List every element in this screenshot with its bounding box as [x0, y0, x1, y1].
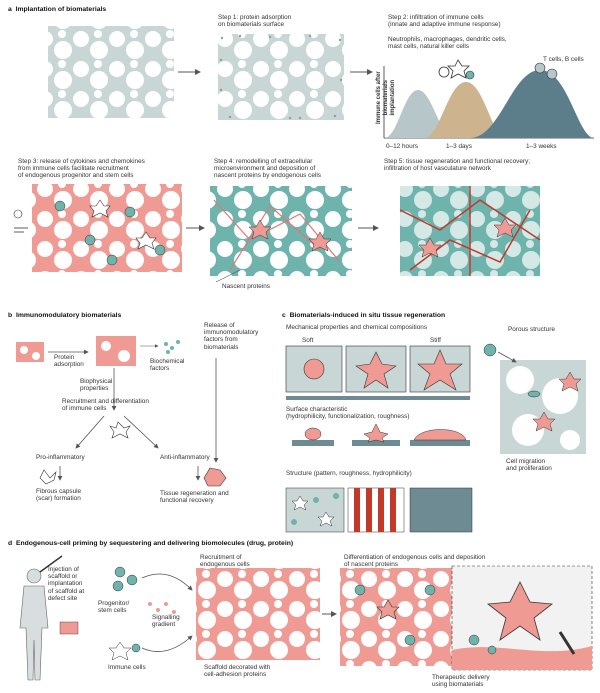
- step4-text: Step 4: remodelling of extracellular mic…: [214, 158, 321, 180]
- protein-adsorption-label: Protein adsorption: [54, 354, 84, 369]
- panel-c-title: Biomaterials-induced in situ tissue rege…: [289, 312, 446, 319]
- b-cell-icon: [546, 68, 558, 80]
- nascent-pointer: [215, 269, 241, 283]
- panel-c-letter: c: [282, 312, 286, 319]
- panel-a-letter: a: [8, 6, 12, 13]
- immune-cell-icon-b: [109, 421, 131, 439]
- panel-d-graphics: [19, 555, 593, 681]
- tissue-icon-b: [203, 467, 227, 487]
- porous-label: Porous structure: [508, 326, 555, 333]
- scaffold-step4: [210, 186, 352, 276]
- structure-label: Structure (pattern, roughness, hydrophil…: [286, 470, 412, 477]
- signalling-label: Signalling gradient: [152, 614, 180, 629]
- time-label-1: 0–12 hours: [386, 143, 418, 150]
- scaffold-step5: [399, 186, 541, 276]
- panel-d-heading: d Endogenous-cell priming by sequesterin…: [8, 540, 293, 547]
- mast-cell-icon: [465, 70, 475, 80]
- host-vasculature: [399, 186, 541, 276]
- neutrophil-icon: [438, 66, 450, 78]
- panel-b-graphics: [16, 336, 227, 487]
- immune-cell-sidebar: [13, 209, 28, 233]
- panel-a-heading: a Implantation of biomaterials: [8, 6, 106, 13]
- tissue-regeneration-label: Tissue regeneration and functional recov…: [160, 490, 229, 505]
- immune-response-curves: [383, 59, 594, 139]
- panel-b-heading: b Immunomodulatory biomaterials: [8, 312, 121, 319]
- differentiation-label: Differentiation of endogenous cells and …: [344, 554, 486, 569]
- lymphocyte-curve: [470, 70, 594, 138]
- recruitment-d-label: Recruitment of endogenous cells: [200, 554, 250, 569]
- panel-c-graphics: [285, 343, 586, 533]
- soft-label: Soft: [302, 337, 314, 344]
- step3-text: Step 3: release of cytokines and chemoki…: [18, 158, 145, 180]
- delivery-needle-icon: [558, 631, 576, 655]
- injection-label: Injection of scaffold or implantation of…: [48, 566, 85, 602]
- adsorbed-scaffold-b: [96, 336, 136, 366]
- panel-d-letter: d: [8, 540, 13, 547]
- anti-inflammatory-label: Anti-inflammatory: [160, 454, 210, 461]
- panel-a-title: Implantation of biomaterials: [15, 6, 107, 13]
- recruitment-b-label: Recruitment and differentiation of immun…: [62, 398, 149, 413]
- scaffold-initial: [48, 26, 174, 118]
- mech-label: Mechanical properties and chemical compo…: [286, 324, 428, 331]
- immune-cells-label: Immune cells: [108, 664, 146, 671]
- step2-cells-text: Neutrophils, macrophages, dendritic cell…: [388, 36, 507, 51]
- step5-text: Step 5: tissue regeneration and function…: [384, 158, 531, 173]
- t-cell-icon: [534, 62, 546, 74]
- progenitor-label: Progenitor/ stem cells: [98, 600, 130, 615]
- time-label-2: 1–3 days: [446, 143, 472, 150]
- fibrous-capsule-label: Fibrous capsule (scar) formation: [36, 488, 82, 503]
- biophysical-label: Biophysical properties: [80, 378, 113, 393]
- panel-b-letter: b: [8, 312, 13, 319]
- adsorbed-protein-dots: [219, 34, 343, 120]
- nascent-label: Nascent proteins: [222, 283, 270, 290]
- dendritic-cell-icon: [447, 59, 470, 79]
- biochemical-label: Biochemical factors: [150, 358, 185, 373]
- panel-c-heading: c Biomaterials-induced in situ tissue re…: [282, 312, 445, 319]
- macrophage-curve: [424, 82, 506, 138]
- stiffness-gradient-bar: [286, 396, 470, 400]
- scaffold-step3: [32, 184, 182, 272]
- surface-label: Surface characteristic (hydrophilicity, …: [286, 406, 410, 421]
- tcells-label: T cells, B cells: [543, 56, 584, 63]
- release-label: Release of immunomodulatory factors from…: [204, 322, 259, 351]
- therapeutic-label: Therapeutic delivery using biomaterials: [432, 674, 490, 689]
- zoom-cell: [486, 581, 554, 641]
- progenitor-cell-icon: [114, 566, 126, 578]
- step1-text: Step 1: protein adsorption on biomateria…: [218, 14, 292, 29]
- time-label-3: 1–3 weeks: [526, 143, 557, 150]
- defect-scaffold: [59, 621, 79, 635]
- pro-inflammatory-label: Pro-inflammatory: [36, 454, 85, 461]
- neutrophil-curve: [384, 90, 454, 138]
- panel-d-title: Endogenous-cell priming by sequestering …: [15, 540, 294, 547]
- panel-b-title: Immunomodulatory biomaterials: [15, 312, 122, 319]
- step2-text: Step 2: infiltration of immune cells (in…: [388, 14, 501, 29]
- scaffold-decorated-label: Scaffold decorated with cell-adhesion pr…: [204, 664, 271, 679]
- syringe-icon: [39, 555, 63, 573]
- stiff-label: Stiff: [430, 337, 441, 344]
- migration-label: Cell migration and proliferation: [506, 458, 552, 473]
- immune-cell-icon-d: [108, 641, 132, 661]
- human-silhouette: [19, 568, 49, 681]
- scaffold-step1: [218, 34, 344, 120]
